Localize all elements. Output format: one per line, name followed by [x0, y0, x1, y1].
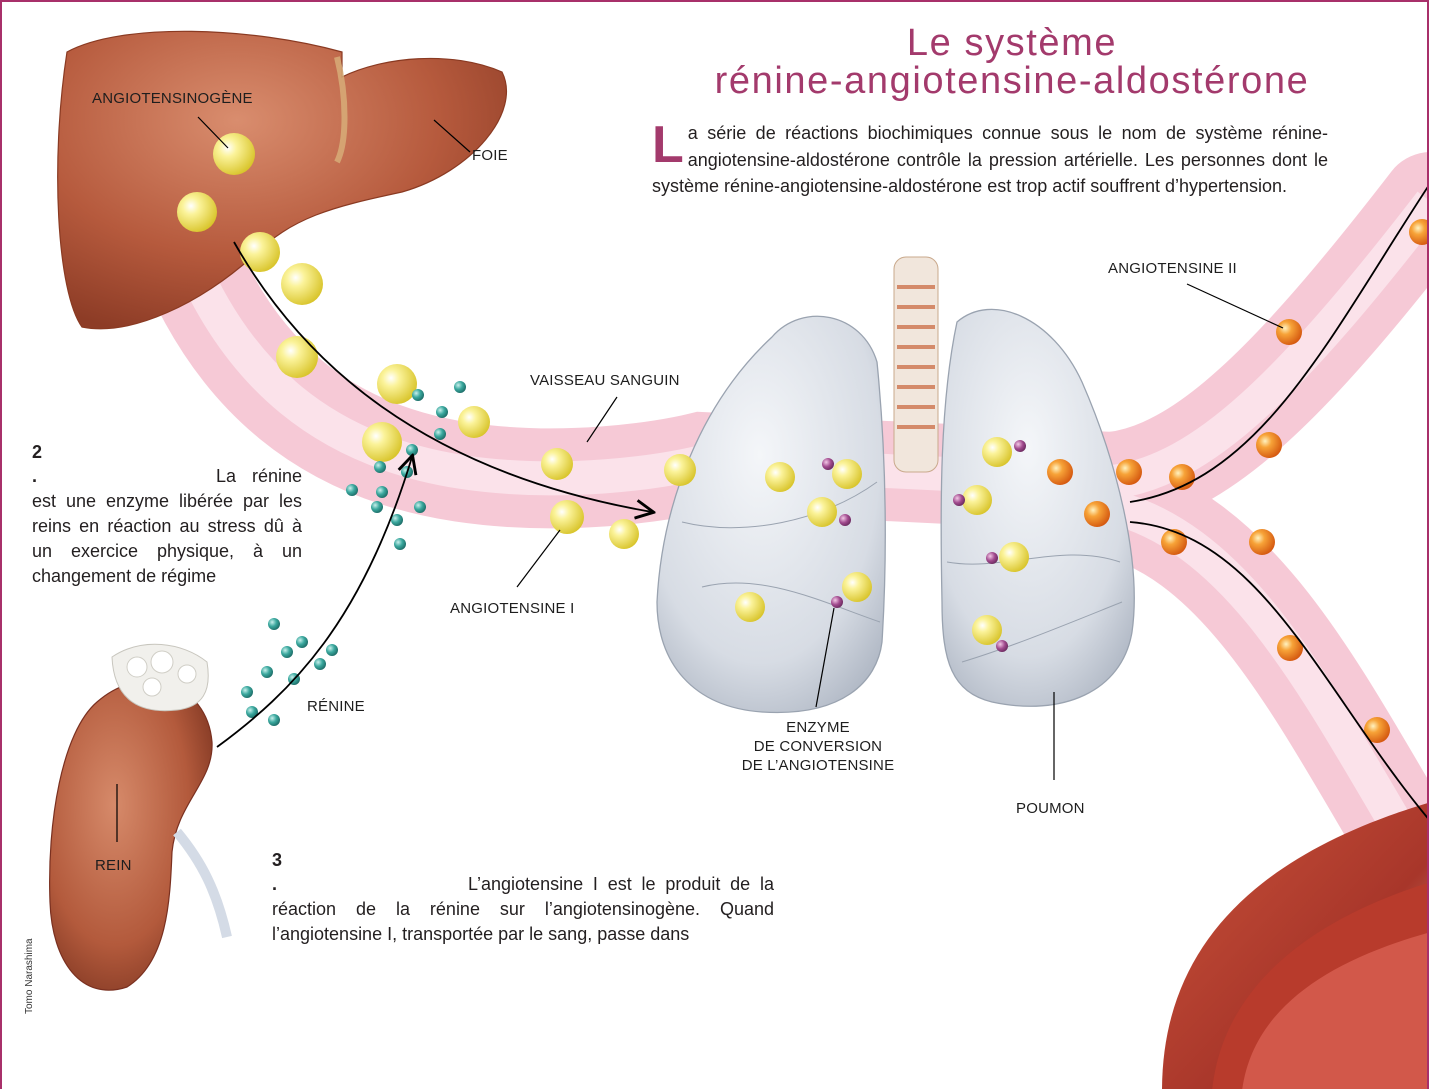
label-poumon: POUMON: [1016, 800, 1085, 817]
intro-text: a série de réactions biochimiques connue…: [652, 123, 1328, 196]
label-angiotensinogene: ANGIOTENSINOGÈNE: [92, 90, 253, 107]
step-3-text: .L’angiotensine I est le produit de la r…: [272, 872, 774, 947]
step-3: 3 .L’angiotensine I est le produit de la…: [272, 848, 774, 947]
label-foie: FOIE: [472, 147, 508, 164]
title-line-2: rénine-angiotensine-aldostérone: [642, 62, 1382, 100]
step-3-dot: .: [272, 872, 468, 897]
drop-cap: L: [652, 122, 684, 168]
label-enzyme-line-3: DE L’ANGIOTENSINE: [720, 756, 916, 775]
page-title: Le système rénine-angiotensine-aldostéro…: [642, 24, 1382, 100]
kidney: [50, 644, 227, 990]
step-3-number: 3: [272, 848, 774, 872]
step-2: 2 .La rénine est une enzyme libérée par …: [32, 440, 302, 589]
step-2-dot: .: [32, 464, 216, 489]
label-angiotensine-ii: ANGIOTENSINE II: [1108, 260, 1237, 277]
label-vaisseau-sanguin: VAISSEAU SANGUIN: [530, 372, 680, 389]
step-2-number: 2: [32, 440, 302, 464]
artery-section: [1162, 802, 1429, 1089]
label-enzyme: ENZYME DE CONVERSION DE L’ANGIOTENSINE: [720, 718, 916, 775]
label-angiotensine-i: ANGIOTENSINE I: [450, 600, 575, 617]
title-line-1: Le système: [642, 24, 1382, 62]
label-enzyme-line-1: ENZYME: [720, 718, 916, 737]
label-rein: REIN: [95, 857, 132, 874]
image-credit: Tomo Narashima: [24, 938, 35, 1014]
label-renine: RÉNINE: [307, 698, 365, 715]
step-2-text: .La rénine est une enzyme libérée par le…: [32, 464, 302, 589]
label-enzyme-line-2: DE CONVERSION: [720, 737, 916, 756]
